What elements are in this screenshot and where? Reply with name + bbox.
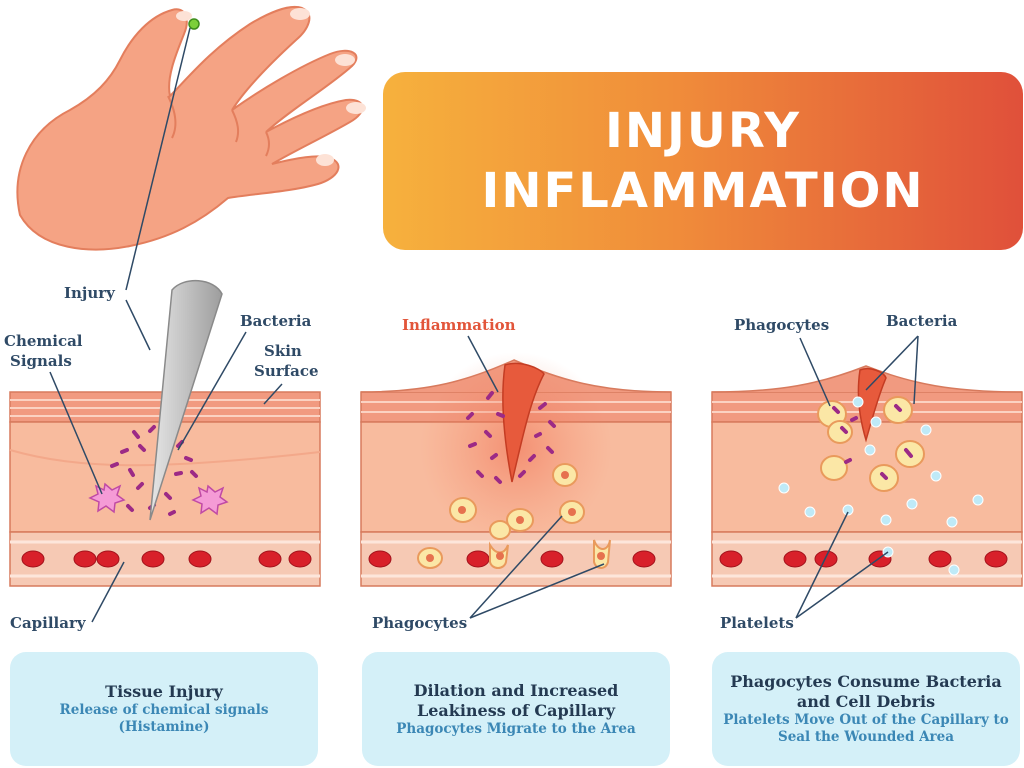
caption-sub: Release of chemical signals [59,702,269,718]
caption-card-dilation: Dilation and Increased Leakiness of Capi… [362,652,670,766]
title-line-2: INFLAMMATION [481,163,925,219]
caption-heading: and Cell Debris [796,692,936,711]
caption-heading: Leakiness of Capillary [416,700,616,720]
caption-card-tissue-injury: Tissue Injury Release of chemical signal… [10,652,318,766]
label-injury: Injury [64,284,115,302]
panel-tissue-injury [9,279,321,623]
label-bacteria: Bacteria [240,312,312,330]
label-phagocytes-3: Phagocytes [734,316,830,334]
caption-sub: (Histamine) [118,719,210,735]
caption-sub: Platelets Move Out of the Capillary to [723,712,1009,728]
label-inflammation: Inflammation [402,316,516,334]
caption-sub: Phagocytes Migrate to the Area [396,720,636,737]
label-capillary: Capillary [10,614,86,632]
caption-sub: Seal the Wounded Area [777,729,955,745]
caption-heading: Phagocytes Consume Bacteria [730,672,1002,691]
label-chemical-signals-1: Chemical [4,332,83,350]
label-chemical-signals-2: Signals [10,352,72,370]
title-banner: INJURY INFLAMMATION [383,72,1023,250]
title-line-1: INJURY [605,103,801,159]
label-phagocytes-2: Phagocytes [372,614,468,632]
panel-phagocytes-consume [711,335,1023,619]
hand-illustration [16,6,366,251]
caption-heading: Dilation and Increased [413,680,619,700]
label-bacteria-3: Bacteria [886,312,958,330]
caption-heading: Tissue Injury [105,682,223,701]
pin-icon [188,18,200,30]
panel-dilation [360,335,672,619]
label-skin-surface-1: Skin [264,342,302,360]
caption-card-phagocytes-consume: Phagocytes Consume Bacteria and Cell Deb… [712,652,1020,766]
label-platelets: Platelets [720,614,794,632]
label-skin-surface-2: Surface [254,362,319,380]
